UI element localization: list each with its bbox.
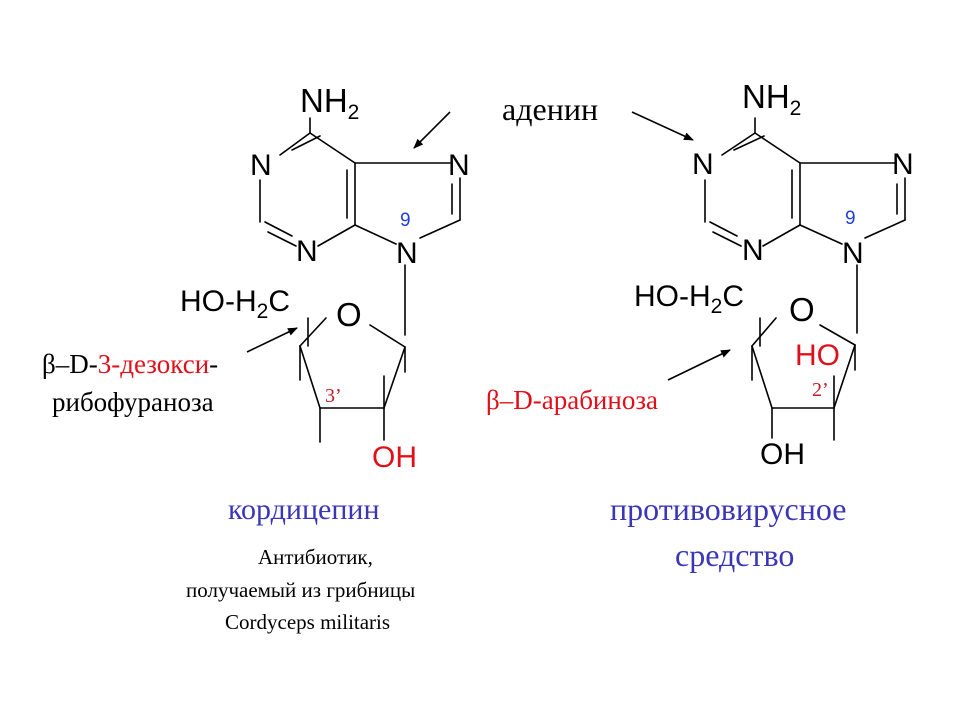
right-ring-oxygen: O [789, 291, 815, 328]
right-n3: N [742, 234, 764, 267]
left-n9: N [396, 237, 418, 270]
left-sugar-greek: β–D- [42, 349, 98, 379]
right-hydroxyl-red: HO [795, 339, 840, 372]
right-hoh-c: C [722, 280, 745, 313]
left-hydroxyl: OH [372, 441, 417, 474]
left-hoh: HO-H [180, 285, 257, 318]
antiviral-label-line1: противовирусное [610, 491, 847, 527]
adenine-label: аденин [502, 91, 599, 127]
right-hydroxymethyl: HO-H2C [634, 280, 745, 318]
cordycepin-name: кордицепин [228, 493, 380, 526]
cordycepin-desc-line2: получаемый из грибницы [186, 578, 416, 602]
left-sugar-label-line2: рибофураноза [52, 387, 214, 417]
left-sugar-dash: - [209, 349, 219, 379]
right-sugar-label: β–D-арабиноза [486, 385, 658, 415]
left-amino-group: NH2 [300, 82, 359, 123]
right-amino-nh: NH [742, 78, 790, 115]
left-position-9: 9 [400, 210, 411, 231]
right-n1: N [692, 148, 714, 181]
left-sugar-deoxy: 3-дезокси [97, 349, 210, 379]
left-n1: N [250, 149, 272, 182]
left-hoh-c: C [268, 285, 291, 318]
right-hoh: HO-H [634, 280, 711, 313]
left-amino-nh: NH [300, 82, 348, 119]
left-n7: N [448, 149, 470, 182]
cordycepin-desc-line1: Антибиотик, [258, 545, 373, 569]
antiviral-label-line2: средство [675, 537, 795, 573]
cordycepin-desc-line3: Cordyceps militaris [225, 610, 391, 634]
left-amino-subscript: 2 [347, 101, 360, 124]
right-hoh-subscript: 2 [710, 295, 723, 318]
left-n3: N [296, 235, 318, 268]
right-n9: N [842, 237, 864, 270]
left-position-3prime: 3’ [325, 385, 342, 407]
left-hydroxymethyl: HO-H2C [180, 285, 291, 323]
left-hoh-subscript: 2 [256, 300, 269, 323]
right-amino-subscript: 2 [789, 97, 802, 120]
right-position-9: 9 [845, 208, 856, 229]
left-ring-oxygen: O [336, 296, 362, 333]
left-sugar-label: β–D-3-дезокси- [42, 351, 218, 378]
right-hydroxyl: OH [760, 438, 805, 471]
right-amino-group: NH2 [742, 78, 801, 119]
right-position-2prime: 2’ [812, 379, 829, 401]
right-n7: N [892, 148, 914, 181]
